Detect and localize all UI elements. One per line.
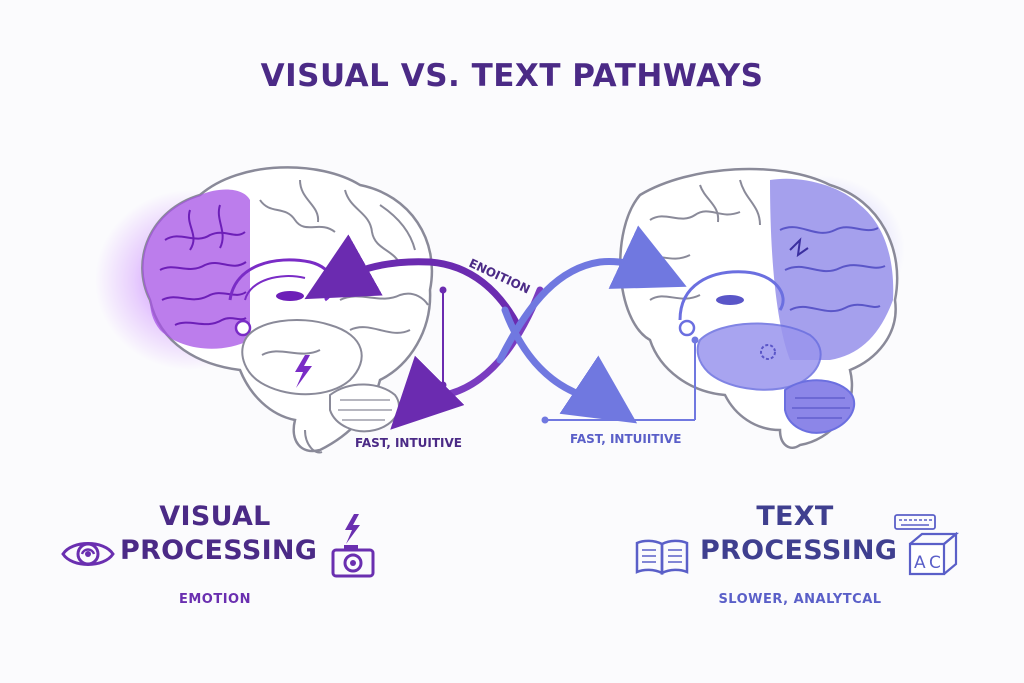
pathway-arrows xyxy=(304,225,699,430)
keyboard-icon xyxy=(894,514,936,530)
emotion-arrow xyxy=(304,234,524,334)
eye-icon xyxy=(61,542,115,566)
lightning-icon xyxy=(295,355,312,388)
visual-processing-title: VISUAL PROCESSING xyxy=(120,500,318,568)
svg-text:C: C xyxy=(929,553,941,573)
visual-title-line2: PROCESSING xyxy=(120,535,318,566)
left-brain xyxy=(95,166,434,454)
page-title: VISUAL VS. TEXT PATHWAYS xyxy=(260,58,764,94)
text-processing-title: TEXT PROCESSING xyxy=(700,500,898,568)
open-book-icon xyxy=(635,539,689,576)
right-brain xyxy=(619,167,905,449)
left-pathway-label: FAST, INTUITIVE xyxy=(355,436,462,450)
camera-icon xyxy=(331,514,375,578)
text-title-line1: TEXT xyxy=(756,501,834,532)
text-lower-arrow xyxy=(501,306,638,424)
lightning-icon xyxy=(345,514,360,544)
right-pathway-label: FAST, INTUIITIVE xyxy=(570,432,681,446)
visual-title-line1: VISUAL xyxy=(159,501,271,532)
abc-block-icon: A C xyxy=(908,532,960,576)
text-title-line2: PROCESSING xyxy=(700,535,898,566)
svg-text:A: A xyxy=(914,553,926,573)
visual-processing-subtitle: EMOTION xyxy=(178,592,251,607)
text-forward-arrow xyxy=(496,225,687,364)
text-processing-subtitle: SLOWER, ANALYTCAL xyxy=(718,592,882,607)
